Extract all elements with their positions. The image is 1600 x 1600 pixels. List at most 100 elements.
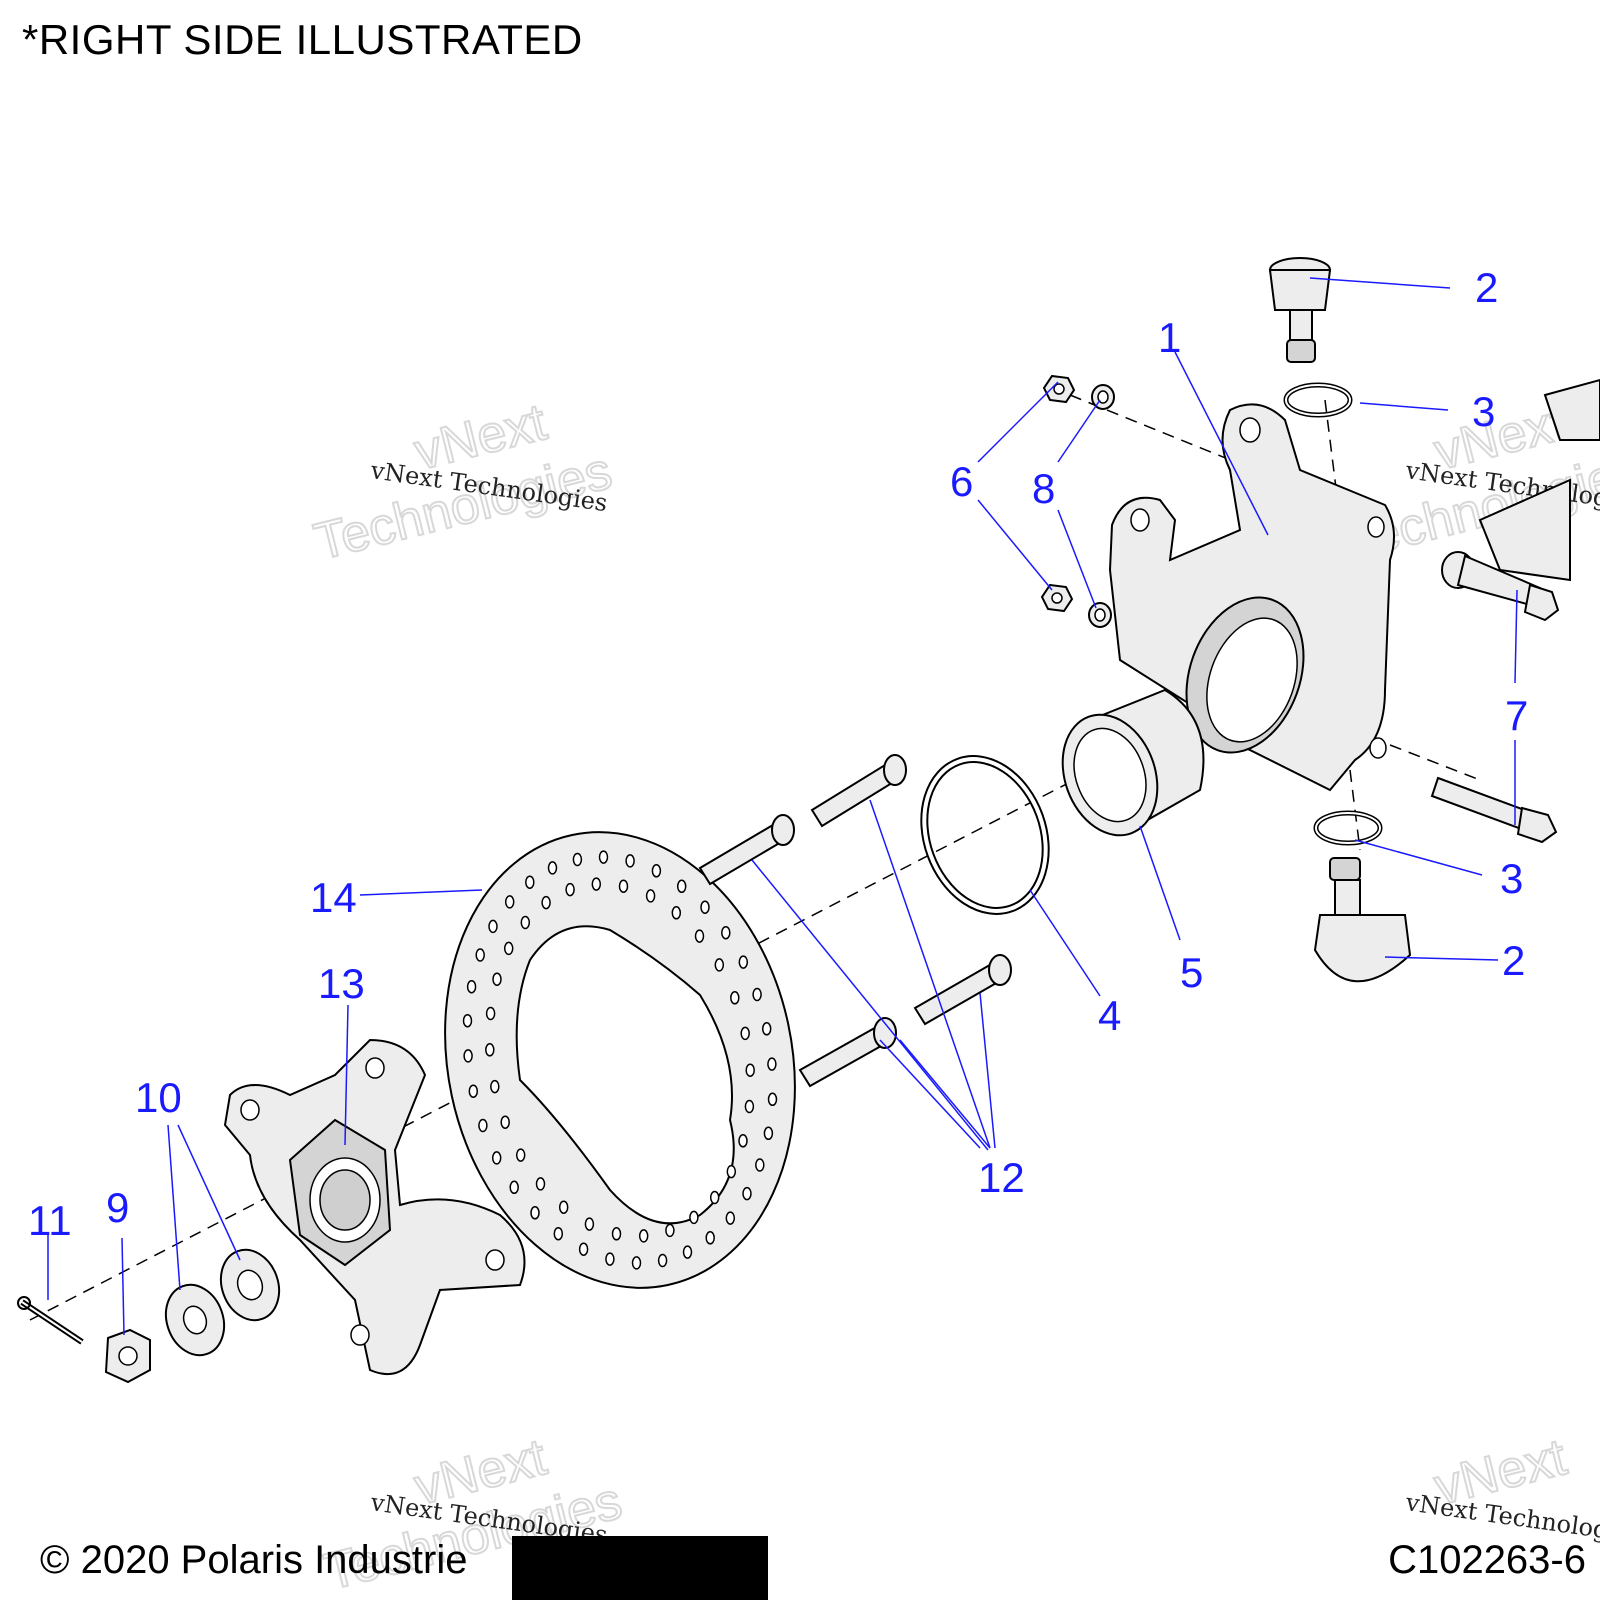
rotor-hole bbox=[755, 1158, 765, 1172]
copyright-text: © 2020 Polaris Industrie bbox=[40, 1538, 468, 1582]
upper-pivot-bolt bbox=[1441, 551, 1560, 622]
rotor-hole bbox=[572, 852, 583, 867]
rotor-hole bbox=[738, 1134, 748, 1148]
rotor-hole bbox=[645, 889, 656, 903]
rotor-hole bbox=[767, 1092, 778, 1107]
cotter-pin bbox=[17, 1296, 84, 1345]
callout-8: 8 bbox=[1032, 465, 1055, 512]
inner-washer bbox=[219, 1248, 281, 1322]
rotor-hole bbox=[721, 925, 731, 940]
rotor-hole bbox=[605, 1252, 615, 1266]
wheel-stud-3 bbox=[798, 1017, 897, 1088]
lower-bolt-axis-line bbox=[1389, 744, 1481, 781]
rotor-hole bbox=[463, 1049, 473, 1063]
rotor-hole bbox=[651, 864, 662, 878]
rotor-hole bbox=[558, 1200, 569, 1214]
rotor-hole bbox=[503, 941, 514, 956]
rotor-hole bbox=[490, 1079, 500, 1094]
watermark-top-left: Technologies vNext vNext Technologies bbox=[308, 392, 619, 573]
rotor-hole bbox=[520, 915, 531, 930]
rotor-hole bbox=[475, 948, 485, 962]
rotor-hole bbox=[676, 879, 687, 894]
rotor-hole bbox=[618, 879, 629, 893]
callout-5: 5 bbox=[1180, 949, 1203, 996]
rotor-hole bbox=[625, 854, 635, 868]
callout-9: 9 bbox=[106, 1184, 129, 1231]
rotor-hole bbox=[740, 1026, 750, 1041]
rotor-hole bbox=[714, 958, 725, 972]
lower-balljoint-axis-line bbox=[1349, 769, 1361, 851]
rotor-hole bbox=[665, 1223, 675, 1238]
rotor-hole bbox=[578, 1242, 589, 1256]
upper-ball-joint bbox=[1268, 257, 1332, 363]
axle-end bbox=[1478, 378, 1600, 582]
callout-10: 10 bbox=[135, 1074, 182, 1121]
callout-14: 14 bbox=[310, 874, 357, 921]
rotor-hole bbox=[738, 955, 749, 969]
wheel-bearing bbox=[1061, 688, 1205, 837]
rotor-holes bbox=[462, 850, 778, 1270]
callout-4: 4 bbox=[1098, 992, 1121, 1039]
callout-6: 6 bbox=[950, 458, 973, 505]
callout-11: 11 bbox=[28, 1197, 72, 1244]
rotor-hole bbox=[745, 1063, 755, 1077]
lower-snap-ring bbox=[1313, 810, 1383, 846]
wheel-hub bbox=[223, 1038, 526, 1375]
rotor-hole bbox=[535, 1177, 546, 1191]
redaction-block bbox=[512, 1536, 768, 1600]
rotor-hole bbox=[500, 1115, 510, 1129]
rotor-hole bbox=[515, 1148, 526, 1162]
rotor-hole bbox=[742, 1186, 752, 1201]
rotor-hole bbox=[509, 1180, 519, 1195]
rotor-hole bbox=[478, 1118, 488, 1133]
rotor-hole bbox=[530, 1206, 540, 1220]
lower-ball-joint bbox=[1313, 857, 1412, 983]
rotor-hole bbox=[694, 929, 705, 943]
rotor-hole bbox=[525, 875, 535, 889]
rotor-hole bbox=[725, 1211, 736, 1225]
rotor-hole bbox=[767, 1057, 777, 1071]
rotor-hole bbox=[763, 1126, 774, 1141]
callout-3-upper: 3 bbox=[1472, 388, 1495, 435]
rotor-hole bbox=[689, 1210, 699, 1225]
lower-nut bbox=[1040, 583, 1074, 613]
rotor-hole bbox=[709, 1190, 720, 1205]
rotor-hole bbox=[492, 972, 502, 986]
rotor-hole bbox=[485, 1043, 495, 1057]
steering-knuckle bbox=[1108, 403, 1395, 792]
illustration-note: *RIGHT SIDE ILLUSTRATED bbox=[22, 16, 583, 63]
wheel-stud-4 bbox=[913, 954, 1012, 1026]
rotor-hole bbox=[682, 1245, 693, 1259]
upper-snap-ring bbox=[1283, 382, 1353, 418]
upper-nut bbox=[1042, 374, 1076, 404]
upper-washer bbox=[1091, 384, 1115, 410]
rotor-hole bbox=[598, 850, 609, 864]
rotor-hole bbox=[631, 1256, 642, 1270]
rotor-hole bbox=[462, 1013, 473, 1028]
rotor-hole bbox=[671, 906, 682, 920]
rotor-hole bbox=[541, 895, 551, 910]
rotor-hole bbox=[468, 1084, 479, 1098]
rotor-hole bbox=[565, 882, 575, 897]
rotor-hole bbox=[591, 877, 602, 891]
rotor-hole bbox=[488, 919, 498, 934]
rotor-hole bbox=[611, 1227, 622, 1241]
lower-washer bbox=[1088, 602, 1112, 628]
rotor-hole bbox=[584, 1217, 595, 1231]
callout-3-lower: 3 bbox=[1500, 855, 1523, 902]
rotor-hole bbox=[485, 1006, 496, 1021]
rotor-hole bbox=[726, 1164, 737, 1179]
rotor-hole bbox=[657, 1253, 668, 1268]
rotor-hole bbox=[553, 1226, 564, 1241]
wheel-stud-2 bbox=[810, 754, 907, 828]
wheel-stud-1 bbox=[698, 814, 795, 886]
callout-7: 7 bbox=[1505, 692, 1528, 739]
rotor-hole bbox=[761, 1022, 772, 1036]
rotor-hole bbox=[752, 987, 762, 1002]
lower-pivot-bolt bbox=[1430, 776, 1558, 844]
callout-2-upper: 2 bbox=[1475, 264, 1498, 311]
leader-lines bbox=[47, 277, 1518, 1336]
rotor-hole bbox=[700, 900, 710, 914]
watermark-bottom-right: vNext vNext Technologies bbox=[1403, 1427, 1600, 1549]
